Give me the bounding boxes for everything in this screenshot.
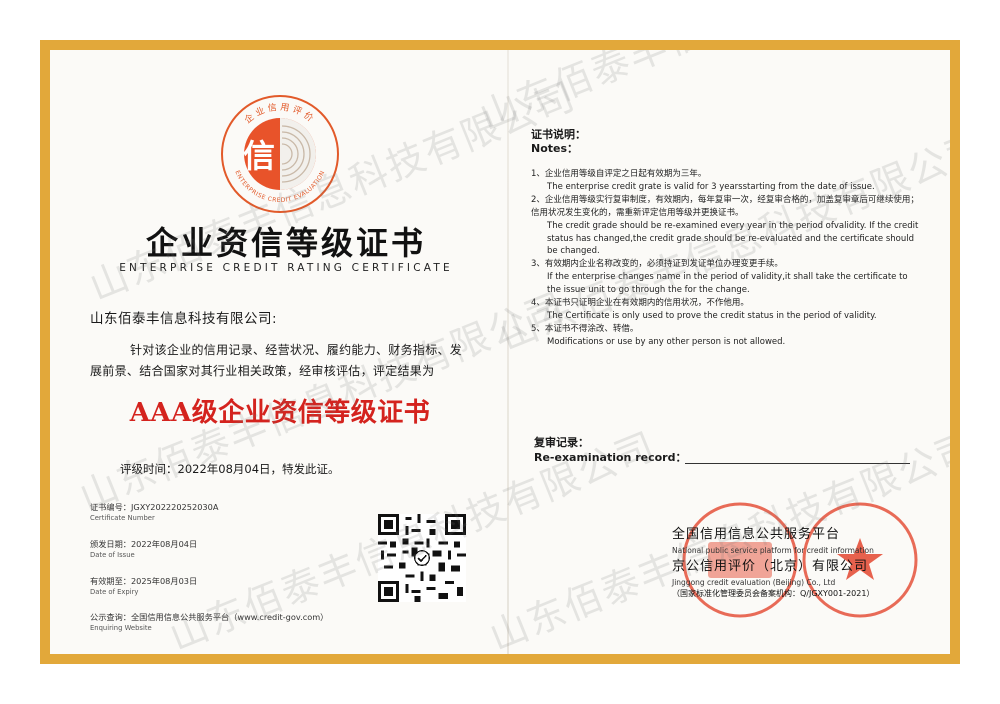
notes-heading-en: Notes： [531,142,579,155]
issuing-organizations: 全国信用信息公共服务平台 National public service pla… [672,524,932,600]
certificate-paper: 信 企业信用评价 ENTERPRISE CREDIT EVALUATION 企业… [50,50,950,654]
reexamination-blank-line [685,463,910,464]
note-cn: 3、有效期内企业名称改变的，必须持证到发证单位办理变更手续。 [531,259,783,270]
issuer-platform: 全国信用信息公共服务平台 [672,527,841,542]
company-name: 山东佰泰丰信息科技有限公司: [90,311,278,327]
issuer-registration: （国家标准化管理委员会备案机构：Q/JGXY001-2021） [672,589,875,598]
note-en: Modifications or use by any other person… [547,336,786,347]
notes-heading-cn: 证书说明： [531,128,586,141]
certificate-border: 信 企业信用评价 ENTERPRISE CREDIT EVALUATION 企业… [40,40,960,664]
note-cn: 5、本证书不得涂改、转借。 [531,323,639,334]
logo-glyph: 信 [243,137,275,175]
issue-date-value: 颁发日期：2022年08月04日 [90,539,198,549]
expiry-date-label-en: Date of Expiry [90,588,139,596]
expiry-date: 有效期至：2025年08月03日 Date of Expiry [90,576,197,598]
note-en: The enterprise credit grate is valid for… [547,181,875,192]
grade-title: AAA级企业资信等级证书 [129,398,431,428]
qr-code[interactable] [378,514,466,602]
issuer-platform-en: National public service platform for cre… [672,546,874,555]
reexamination-label-en: Re-examination record： [534,451,687,464]
note-item: 2、企业信用等级实行复审制度，有效期内，每年复审一次，经复审合格的，加盖复审章后… [531,194,921,259]
expiry-date-value: 有效期至：2025年08月03日 [90,576,198,586]
note-en: The credit grade should be re-examined e… [547,220,919,257]
certificate-number-value: 证书编号：JGXY202220252030A [90,502,219,512]
note-item: 4、本证书只证明企业在有效期内的信用状况，不作他用。 The Certifica… [531,297,921,323]
note-en: The Certificate is only used to prove th… [547,310,877,321]
issue-date: 颁发日期：2022年08月04日 Date of Issue [90,539,197,561]
issuer-company: 京公信用评价（北京）有限公司 [672,559,869,574]
note-item: 3、有效期内企业名称改变的，必须持证到发证单位办理变更手续。 If the en… [531,258,921,297]
note-item: 5、本证书不得涂改、转借。 Modifications or use by an… [531,323,921,349]
notes-list: 1、企业信用等级自评定之日起有效期为三年。 The enterprise cre… [531,168,921,349]
issue-date-label-en: Date of Issue [90,551,135,559]
official-seals [682,502,918,618]
credit-evaluation-logo: 信 企业信用评价 ENTERPRISE CREDIT EVALUATION [221,95,339,213]
reexamination-label-cn: 复审记录： [534,436,589,449]
note-cn: 1、企业信用等级自评定之日起有效期为三年。 [531,169,707,179]
note-cn: 2、企业信用等级实行复审制度，有效期内，每年复审一次，经复审合格的，加盖复审章后… [531,194,919,218]
note-en: If the enterprise changes name in the pe… [547,272,908,296]
note-item: 1、企业信用等级自评定之日起有效期为三年。 The enterprise cre… [531,168,921,194]
certificate-number: 证书编号：JGXY202220252030A Certificate Numbe… [90,502,218,524]
note-cn: 4、本证书只证明企业在有效期内的信用状况，不作他用。 [531,298,749,309]
notes-heading: 证书说明： Notes： [531,128,586,156]
query-website-value: 公示查询：全国信用信息公共服务平台（www.credit-gov.com） [90,612,329,622]
certificate-title-en: ENTERPRISE CREDIT RATING CERTIFICATE [119,262,453,274]
certificate-number-label-en: Certificate Number [90,514,155,522]
evaluation-time: 评级时间：2022年08月04日，特发此证。 [120,462,340,476]
query-website-label-en: Enquiring Website [90,624,152,632]
certificate-body: 针对该企业的信用记录、经营状况、履约能力、财务指标、发展前景、结合国家对其行业相… [90,343,463,378]
issuer-company-en: Jinggong credit evaluation (Beijing) Co.… [672,578,836,587]
reexamination-record: 复审记录： Re-examination record： [534,435,686,465]
certificate-title: 企业资信等级证书 [145,224,426,262]
query-website: 公示查询：全国信用信息公共服务平台（www.credit-gov.com） En… [90,612,328,634]
center-fold [507,50,509,654]
